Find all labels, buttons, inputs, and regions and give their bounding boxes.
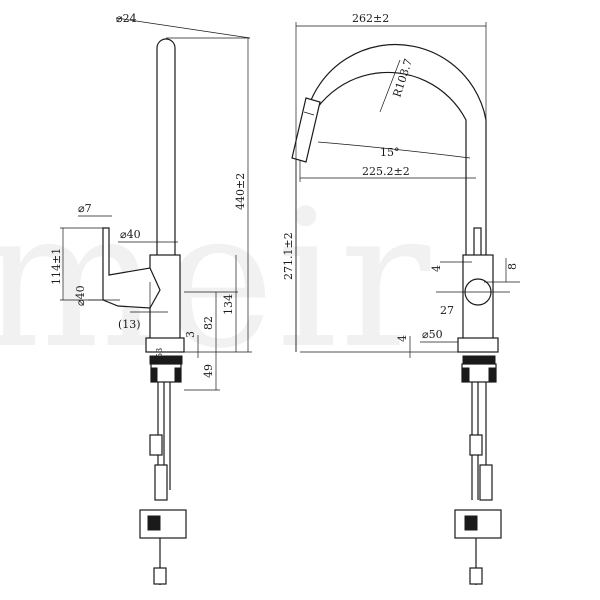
label-8: 8: [506, 263, 519, 270]
side-view: ⌀24 440±2 ⌀7 ⌀40 114±1 ⌀40 (13) 3 82 134…: [50, 12, 252, 585]
watermark-text: meir: [0, 169, 432, 390]
front-connector: [454, 509, 502, 539]
label-440: 440±2: [234, 173, 247, 210]
front-view: 262±2 R103.7 15° 225.2±2 271.1±2 4 8 27 …: [282, 12, 520, 585]
front-shank-thread-left: [461, 367, 470, 383]
front-hose-fitting: [479, 464, 493, 501]
label-49: 49: [202, 364, 215, 378]
side-hose-end: [153, 567, 167, 585]
label-114: 114±1: [50, 248, 63, 285]
label-4-base: 4: [396, 335, 409, 342]
front-spray-head: [291, 97, 321, 163]
label-82: 82: [202, 316, 215, 330]
label-53: 53: [155, 348, 164, 358]
label-dia-7: ⌀7: [78, 202, 92, 215]
label-271: 271.1±2: [282, 232, 295, 280]
front-base-plate: [457, 337, 499, 353]
side-hose-fitting: [154, 464, 168, 501]
side-hose-valve: [149, 434, 163, 456]
label-dia-50: ⌀50: [422, 328, 443, 341]
side-shank-thread-left: [150, 367, 158, 383]
side-connector-clip: [147, 515, 161, 531]
label-13: (13): [118, 318, 141, 331]
front-nut: [462, 355, 496, 365]
label-15: 15°: [380, 146, 400, 159]
label-dia-24: ⌀24: [116, 12, 137, 25]
dim-arc-15: [317, 141, 471, 159]
label-3: 3: [184, 331, 197, 338]
front-hose-valve: [469, 434, 483, 456]
front-hose-end: [469, 567, 483, 585]
label-225: 225.2±2: [362, 165, 410, 178]
side-spout-tube: [156, 38, 176, 301]
label-262: 262±2: [352, 12, 389, 25]
side-lever-handle: [102, 227, 161, 309]
label-dia-40-side: ⌀40: [74, 285, 87, 306]
label-134: 134: [222, 294, 235, 315]
side-shank-thread-right: [174, 367, 182, 383]
front-spray-ring: [303, 111, 315, 116]
dim-leader-24: [115, 17, 251, 39]
label-27: 27: [440, 304, 454, 317]
label-dia-40-top: ⌀40: [120, 228, 141, 241]
side-connector: [139, 509, 187, 539]
front-connector-clip: [464, 515, 478, 531]
front-shank-thread-right: [488, 367, 497, 383]
side-base-plate: [145, 337, 185, 353]
dim-leader-radius: [379, 59, 401, 113]
label-4-handle: 4: [430, 265, 443, 272]
